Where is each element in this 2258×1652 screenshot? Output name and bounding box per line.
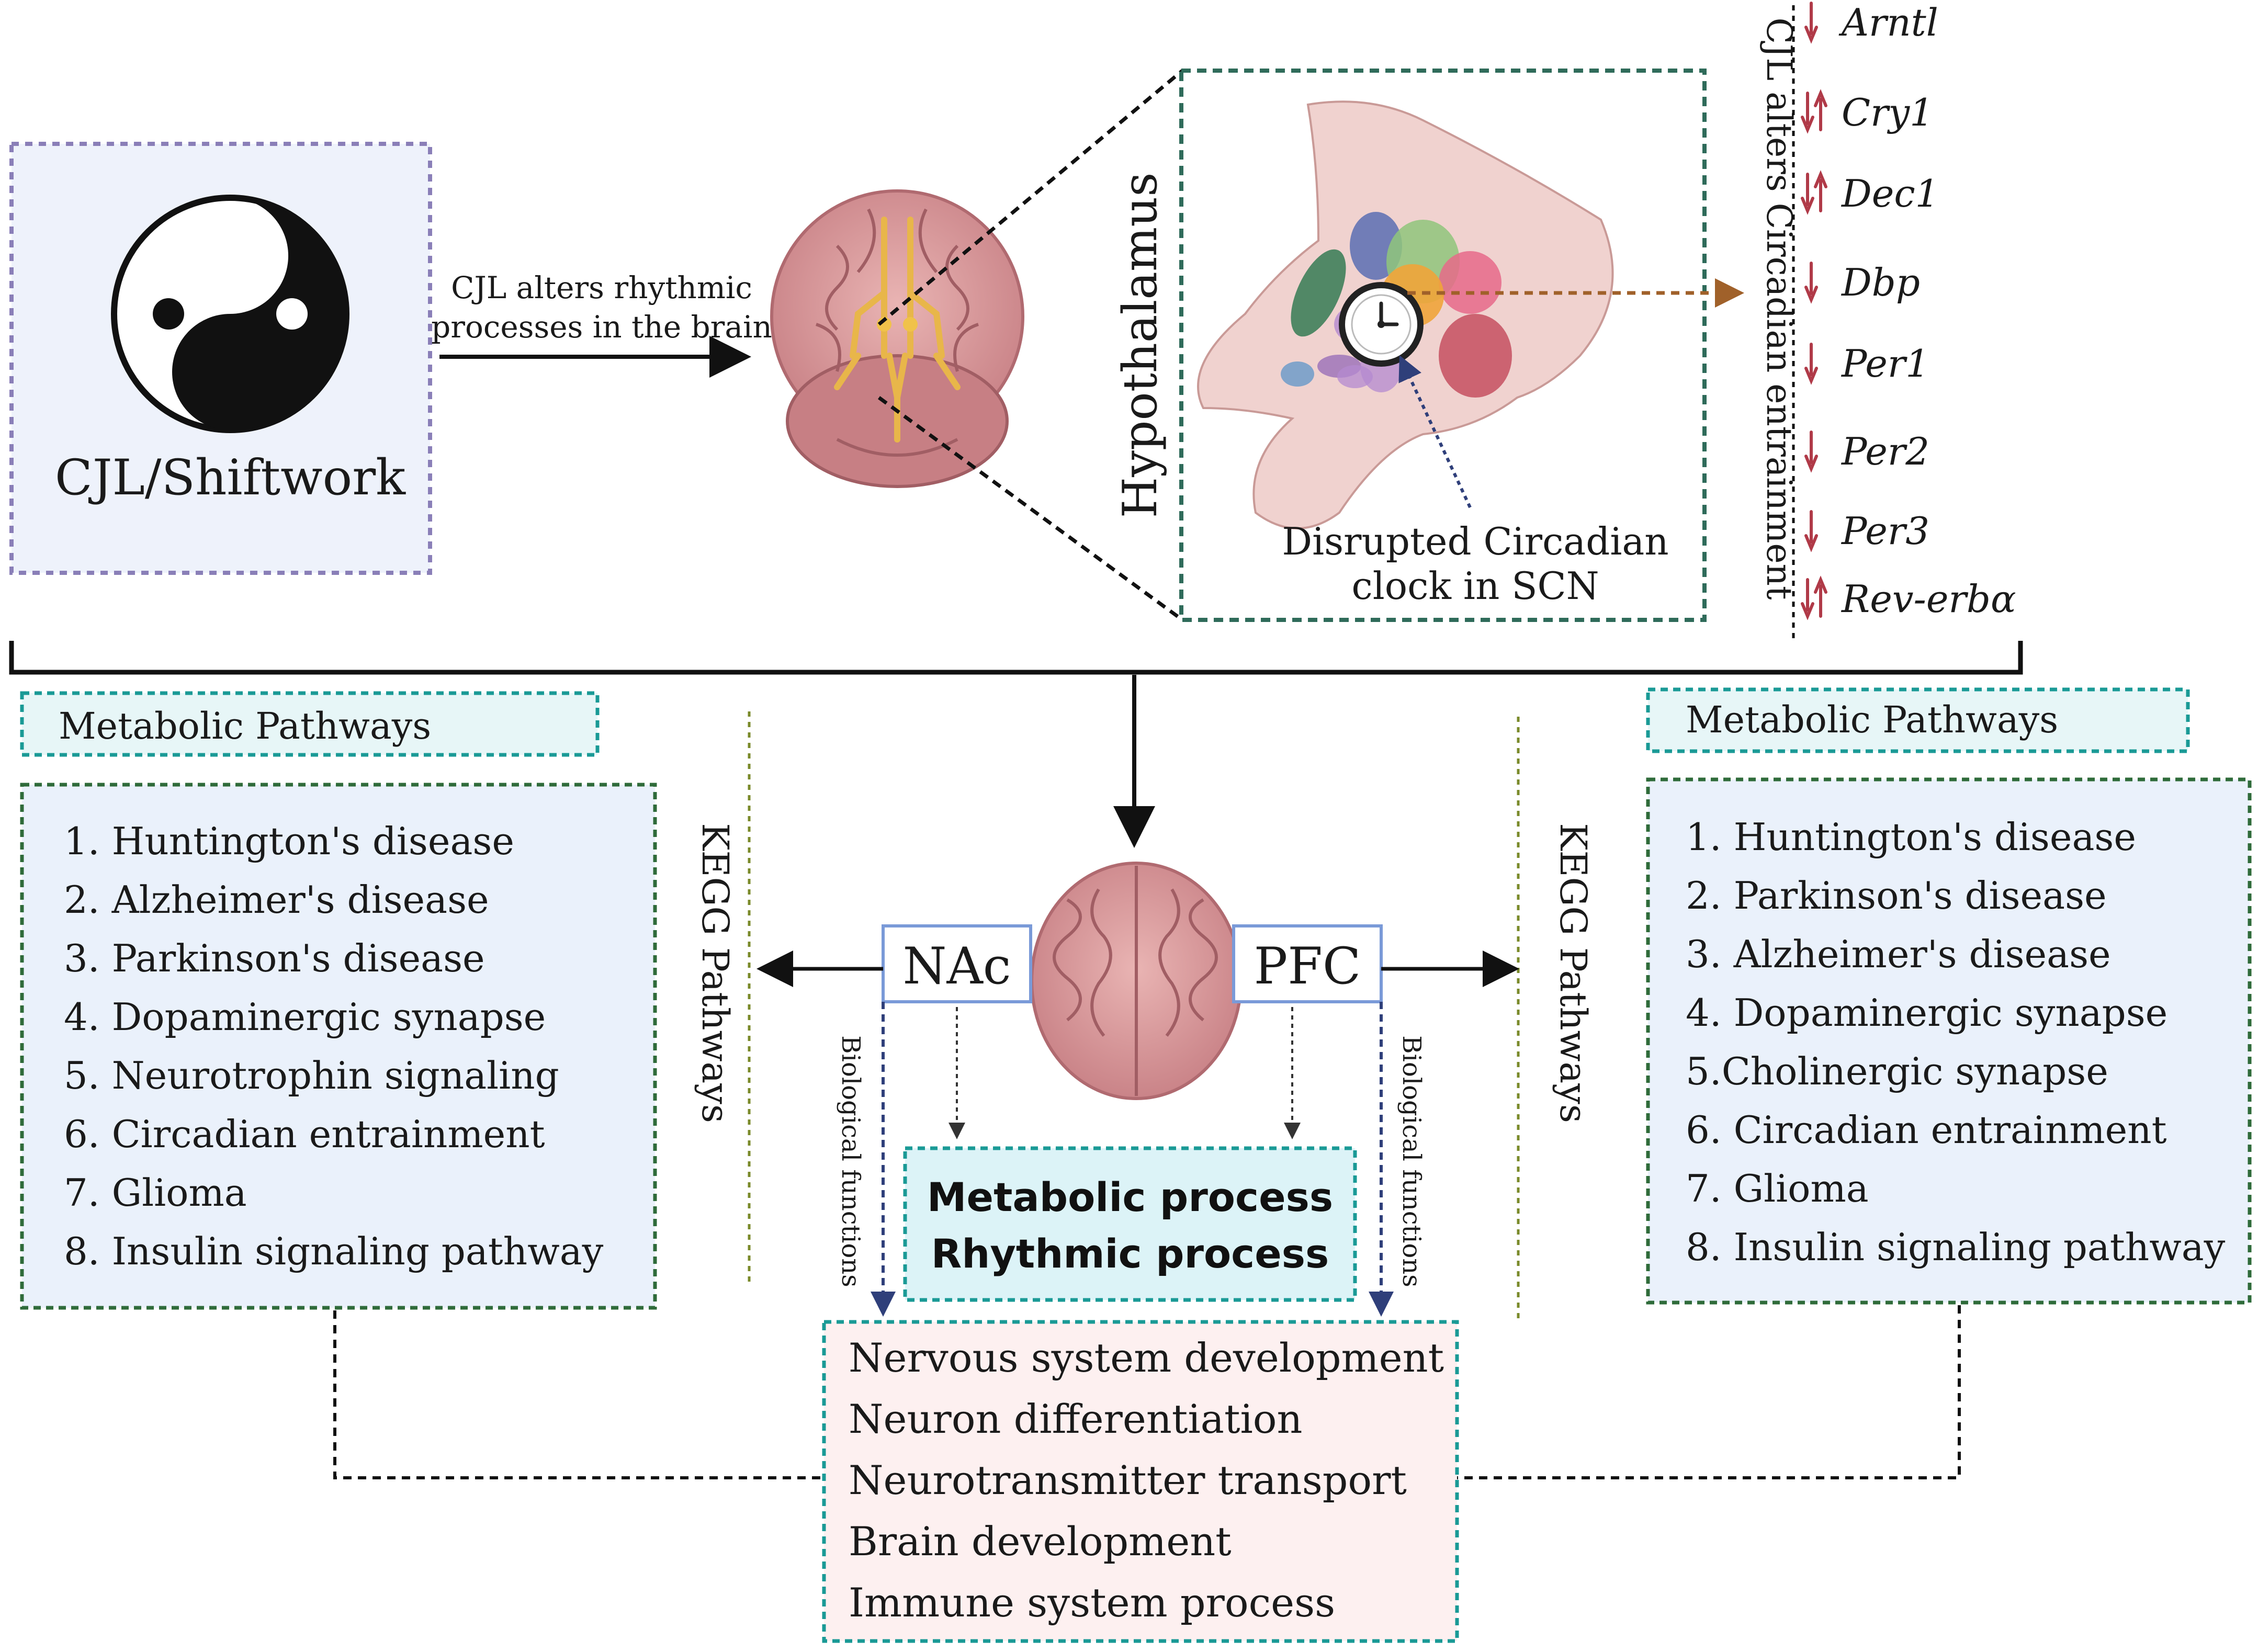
nac-pathway-item: 4. Dopaminergic synapse: [64, 995, 546, 1039]
bio-function-item: Immune system process: [849, 1579, 1335, 1626]
clock-line1: Disrupted Circadian: [1282, 519, 1668, 563]
clock-line2: clock in SCN: [1351, 564, 1599, 608]
gene-name: Dec1: [1841, 172, 1939, 216]
bio-function-item: Neurotransmitter transport: [849, 1457, 1407, 1503]
pfc-pathway-item: 1. Huntington's disease: [1686, 815, 2136, 859]
input-label: CJL/Shiftwork: [55, 449, 406, 506]
brain-dorsal-icon: [1030, 862, 1243, 1100]
gene-name: Cry1: [1842, 90, 1934, 134]
nac-pathways: Metabolic Pathways 1. Huntington's disea…: [20, 691, 751, 1310]
rhythmic-process-label: Rhythmic process: [931, 1230, 1329, 1277]
nac-bio-label: Biological functions: [836, 1035, 865, 1287]
gene-row: Rev-erbα: [1801, 575, 2016, 621]
arrow-to-brain: CJL alters rhythmic processes in the bra…: [431, 270, 772, 378]
nac-connector: [333, 1310, 824, 1479]
nac-pathway-item: 8. Insulin signaling pathway: [64, 1229, 604, 1273]
bio-function-item: Brain development: [849, 1518, 1232, 1565]
nac-pathway-item: 2. Alzheimer's disease: [64, 878, 489, 922]
nac-pathway-item: 3. Parkinson's disease: [64, 936, 485, 980]
pfc-pathway-item: 2. Parkinson's disease: [1686, 874, 2107, 918]
pfc-pathway-list: 1. Huntington's disease 2. Parkinson's d…: [1686, 815, 2226, 1269]
nac-pathway-item: 6. Circadian entrainment: [64, 1112, 545, 1156]
down-arrow-icon: [1804, 343, 1818, 385]
gene-row: Arntl: [1804, 1, 1938, 44]
nac-label: NAc: [902, 937, 1011, 995]
gene-row: Dec1: [1801, 170, 1939, 216]
pfc-connector: [1457, 1305, 1961, 1479]
gene-name: Per2: [1841, 429, 1929, 473]
clock-pointer-arrow: [1398, 355, 1472, 508]
down-arrow-icon: [1801, 578, 1814, 620]
pfc-label: PFC: [1254, 937, 1361, 995]
gene-name: Dbp: [1841, 261, 1920, 304]
arrow-brain-line2: processes in the brain: [431, 309, 772, 345]
yin-yang-icon: [111, 195, 349, 433]
bio-function-item: Neuron differentiation: [849, 1396, 1303, 1442]
zoom-line-top: [877, 69, 1184, 326]
pfc-kegg-label: KEGG Pathways: [1552, 823, 1595, 1123]
gene-row: Cry1: [1801, 89, 1934, 134]
nac-pathway-item: 5. Neurotrophin signaling: [64, 1054, 559, 1097]
pfc-pathway-item: 7. Glioma: [1686, 1167, 1869, 1210]
pfc-pathway-item: 6. Circadian entrainment: [1686, 1108, 2167, 1152]
hypothalamus-panel: Hypothalamus Disrupted Circadian clock i…: [1113, 69, 1744, 622]
up-arrow-icon: [1814, 575, 1827, 618]
hypothalamus-label: Hypothalamus: [1113, 173, 1168, 518]
nac-pathway-item: 7. Glioma: [64, 1171, 247, 1215]
gene-row: Dbp: [1804, 261, 1920, 304]
gene-name: Arntl: [1838, 1, 1938, 44]
pfc-pathway-item: 5.Cholinergic synapse: [1686, 1049, 2108, 1093]
gene-name: Per3: [1841, 509, 1929, 553]
gene-name: Rev-erbα: [1841, 577, 2016, 621]
nac-pathways-title: Metabolic Pathways: [59, 705, 431, 748]
pfc-bio-label: Biological functions: [1397, 1035, 1426, 1287]
pfc-pathway-item: 3. Alzheimer's disease: [1686, 932, 2111, 976]
down-arrow-icon: [1801, 92, 1814, 134]
nac-pathway-list: 1. Huntington's disease 2. Alzheimer's d…: [64, 819, 604, 1273]
gene-row: Per1: [1804, 342, 1929, 386]
up-arrow-icon: [1814, 89, 1827, 131]
metabolic-process-label: Metabolic process: [927, 1174, 1333, 1220]
pfc-pathways: Metabolic Pathways 1. Huntington's disea…: [1517, 687, 2252, 1318]
bio-function-item: Nervous system development: [849, 1334, 1444, 1381]
pfc-pathway-item: 8. Insulin signaling pathway: [1686, 1225, 2226, 1269]
nac-region-box: NAc: [882, 924, 1032, 1003]
input-panel: CJL/Shiftwork: [9, 142, 432, 575]
clock-icon: [1339, 282, 1424, 367]
gene-row: Per2: [1804, 429, 1929, 473]
gene-row: Per3: [1804, 509, 1929, 553]
down-arrow-icon: [1801, 173, 1814, 215]
pfc-pathways-title: Metabolic Pathways: [1686, 698, 2058, 741]
shared-process-box: Metabolic process Rhythmic process: [903, 1146, 1357, 1302]
pfc-pathway-item: 4. Dopaminergic synapse: [1686, 991, 2167, 1035]
brain-ventral-icon: [770, 189, 1024, 488]
down-arrow-icon: [1804, 2, 1818, 44]
up-arrow-icon: [1814, 170, 1827, 212]
down-arrow-icon: [1804, 431, 1818, 473]
down-arrow-icon: [1804, 510, 1818, 552]
down-arrow-icon: [1804, 262, 1818, 304]
nac-kegg-label: KEGG Pathways: [694, 823, 737, 1123]
pfc-region-box: PFC: [1232, 924, 1383, 1003]
nac-pathway-item: 1. Huntington's disease: [64, 819, 514, 863]
arrow-brain-line1: CJL alters rhythmic: [451, 270, 752, 305]
bracket: [9, 641, 2023, 675]
circadian-genes-panel: CJL alters Circadian entrainment ArntlCr…: [1759, 1, 2016, 643]
gene-name: Per1: [1841, 342, 1929, 386]
biological-functions-box: Nervous system development Neuron differ…: [822, 1320, 1459, 1643]
